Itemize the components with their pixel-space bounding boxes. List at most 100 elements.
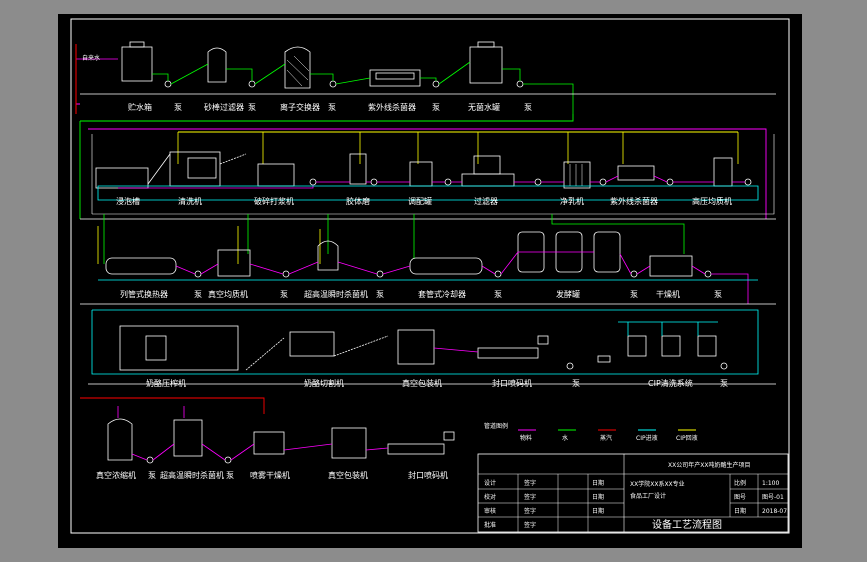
- legend-water: 水: [562, 434, 568, 442]
- vacuum-homogenizer: [217, 249, 251, 277]
- fermentation-tank-3: [593, 231, 621, 273]
- tb-drawing-title: 设备工艺流程图: [652, 518, 722, 531]
- vacuum-packer: [397, 329, 435, 365]
- label-uv-sterilizer: 紫外线杀菌器: [368, 102, 416, 112]
- tb-sign-tag: 签字: [524, 521, 536, 529]
- label-spray-dryer: 喷雾干燥机: [250, 470, 290, 480]
- label-source-water: 自来水: [82, 54, 100, 62]
- sand-filter: [207, 47, 227, 83]
- label-homogenizer: 高压均质机: [692, 196, 732, 206]
- utility-headers: [79, 114, 775, 219]
- tb-scale-label: 比例: [734, 479, 746, 487]
- label-pump: 泵: [280, 290, 288, 299]
- sealing-coder-2: [387, 443, 445, 455]
- water-storage-tank: [121, 46, 153, 82]
- cip-tank-3: [697, 335, 717, 357]
- clarifier: [563, 161, 591, 189]
- row-3-heat-treatment: 列管式换热器 泵 真空均质机 泵 超高温瞬时杀菌机 泵 套管式冷却器 泵 发酵罐…: [80, 214, 776, 304]
- legend-material: 物料: [520, 434, 532, 442]
- jacketed-cooler: [409, 257, 483, 275]
- tb-sign-tag: 签字: [524, 479, 536, 487]
- blending-tank: [409, 161, 433, 187]
- pump-icon: [164, 80, 172, 88]
- sealing-coder: [477, 347, 539, 359]
- tb-school-1: XX学院XX系XX专业: [630, 480, 685, 488]
- row-1-water-treatment: 贮水箱 泵 砂棒过滤器 泵 离子交换器 泵 紫外线杀菌器 泵 无菌水罐 泵 自来…: [75, 41, 776, 114]
- label-jacketed-cooler: 套管式冷却器: [418, 289, 466, 299]
- label-cheese-press: 奶酪压榨机: [146, 378, 186, 388]
- row-5-powder-processing: 真空浓缩机 泵 超高温瞬时杀菌机 泵 喷雾干燥机 真空包装机 封口喷码机: [80, 397, 455, 480]
- legend-cip-supply: CIP进液: [636, 434, 658, 442]
- tb-role-review: 审核: [484, 507, 496, 515]
- pipe-legend: 管道图例 物料 水 蒸汽 CIP进液 CIP回液: [484, 422, 698, 442]
- label-pump: 泵: [328, 103, 336, 112]
- tb-date-tag: 日期: [592, 479, 604, 487]
- legend-title: 管道图例: [484, 422, 508, 430]
- vacuum-concentrator: [107, 418, 133, 461]
- label-uv-sterilizer-2: 紫外线杀菌器: [610, 196, 658, 206]
- tb-role-design: 设计: [484, 479, 496, 487]
- tb-school-2: 食品工厂设计: [630, 492, 666, 500]
- uht-sterilizer-2: [173, 419, 203, 457]
- title-block: XX公司年产XX吨奶酪生产项目 XX学院XX系XX专业 食品工厂设计 设备工艺流…: [477, 453, 789, 533]
- tb-date-label: 日期: [734, 507, 746, 515]
- row-4-cheese-processing: 奶酪压榨机 奶酪切割机 真空包装机 封口喷码机 泵 CIP清洗系统 泵: [80, 303, 776, 388]
- label-tube-heat-exchanger: 列管式换热器: [120, 289, 168, 299]
- tb-sign-tag: 签字: [524, 507, 536, 515]
- label-washing-machine: 清洗机: [178, 196, 202, 206]
- label-pump: 泵: [714, 290, 722, 299]
- label-water-storage-tank: 贮水箱: [128, 102, 152, 112]
- tb-date-tag: 日期: [592, 507, 604, 515]
- label-crushing-pulper: 破碎打浆机: [254, 196, 294, 206]
- label-colloid-mill: 胶体磨: [346, 196, 370, 206]
- label-ion-exchanger: 离子交换器: [280, 102, 320, 112]
- label-pump: 泵: [630, 290, 638, 299]
- dryer: [649, 255, 693, 277]
- tb-sheet-label: 图号: [734, 494, 746, 501]
- label-pump: 泵: [432, 103, 440, 112]
- label-pump: 泵: [720, 379, 728, 388]
- label-dryer: 干燥机: [656, 289, 680, 299]
- tb-scale-value: 1:100: [762, 480, 779, 487]
- label-uht-sterilizer-2: 超高温瞬时杀菌机: [160, 470, 224, 480]
- legend-steam: 蒸汽: [600, 434, 612, 442]
- label-sand-filter: 砂棒过滤器: [204, 102, 244, 112]
- label-vacuum-packer-2: 真空包装机: [328, 470, 368, 480]
- ion-exchanger: [284, 46, 311, 89]
- homogenizer: [713, 157, 733, 187]
- uv-sterilizer-2: [617, 165, 655, 181]
- spray-dryer: [253, 431, 285, 455]
- label-vacuum-homogenizer: 真空均质机: [208, 289, 248, 299]
- label-uht-sterilizer: 超高温瞬时杀菌机: [304, 289, 368, 299]
- label-cheese-cutter: 奶酪切割机: [304, 378, 344, 388]
- tb-sign-tag: 签字: [524, 493, 536, 501]
- tb-role-check: 校对: [484, 493, 496, 501]
- label-cip-system: CIP清洗系统: [648, 378, 693, 388]
- cheese-cutter: [289, 331, 335, 357]
- label-pump: 泵: [376, 290, 384, 299]
- tb-project: XX公司年产XX吨奶酪生产项目: [668, 461, 750, 469]
- label-vacuum-packer: 真空包装机: [402, 378, 442, 388]
- tb-role-approve: 批准: [484, 521, 496, 529]
- label-pump: 泵: [494, 290, 502, 299]
- label-clarifier: 净乳机: [560, 196, 584, 206]
- legend-cip-return: CIP回液: [676, 434, 698, 442]
- tb-date-value: 2018-07: [762, 508, 787, 515]
- sterile-water-tank: [469, 46, 503, 84]
- outer-frame: [70, 18, 790, 534]
- vacuum-packer-2: [331, 427, 367, 459]
- row-2-pretreatment: 浸泡槽 清洗机 破碎打浆机 胶体磨 调配罐 过滤器 净乳机 紫外线杀菌器 高压均…: [95, 151, 759, 206]
- label-pump: 泵: [248, 103, 256, 112]
- tb-date-tag: 日期: [592, 493, 604, 501]
- label-pump: 泵: [226, 471, 234, 480]
- label-pump: 泵: [524, 103, 532, 112]
- crushing-pulper: [257, 163, 295, 187]
- label-pump: 泵: [194, 290, 202, 299]
- tb-sheet-value: 图号-01: [762, 494, 784, 501]
- uv-sterilizer: [369, 69, 421, 87]
- label-sealing-coder-2: 封口喷码机: [408, 470, 448, 480]
- colloid-mill: [349, 153, 367, 185]
- uht-sterilizer: [317, 240, 339, 271]
- label-sterile-water-tank: 无菌水罐: [468, 102, 500, 112]
- washing-machine: [169, 151, 221, 187]
